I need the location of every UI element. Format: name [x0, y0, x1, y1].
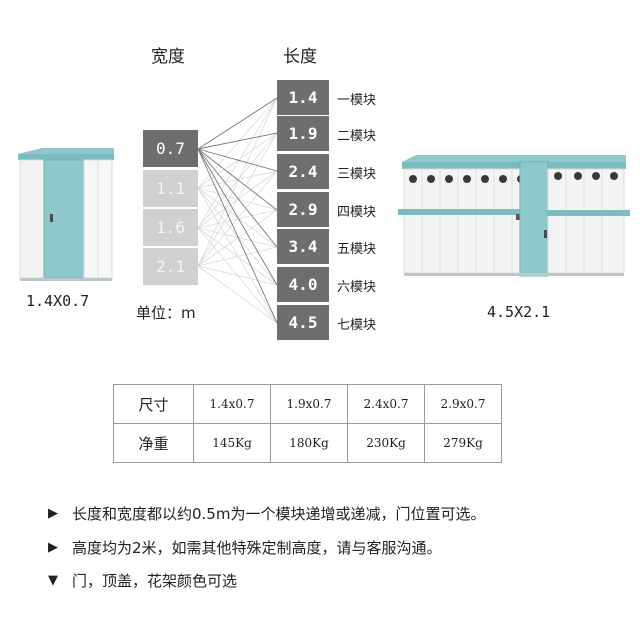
triangle-down-icon: ▼ — [48, 573, 58, 588]
width-option-1-6: 1.6 — [143, 209, 198, 246]
weight-cell: 145Kg — [193, 423, 271, 463]
note-item: ▼ 门，顶盖，花架颜色可选 — [48, 570, 237, 591]
table-row: 净重 145Kg 180Kg 230Kg 279Kg — [113, 423, 502, 463]
connector-lines — [197, 97, 278, 324]
length-option-2-9: 2.9 — [277, 192, 329, 227]
weight-cell: 279Kg — [424, 423, 502, 463]
length-option-4-0: 4.0 — [277, 267, 329, 302]
width-header: 宽度 — [151, 47, 185, 67]
small-cabinet-image — [18, 148, 114, 281]
module-label-5: 五模块 — [337, 242, 377, 257]
size-cell: 1.4x0.7 — [193, 384, 271, 424]
note-text: 门，顶盖，花架颜色可选 — [72, 572, 238, 590]
weight-cell: 230Kg — [347, 423, 425, 463]
module-label-7: 七模块 — [337, 318, 377, 333]
length-option-1-9: 1.9 — [277, 116, 329, 151]
spec-table: 尺寸 1.4x0.7 1.9x0.7 2.4x0.7 2.9x0.7 净重 14… — [113, 384, 502, 463]
triangle-right-icon: ▶ — [48, 540, 58, 555]
triangle-right-icon: ▶ — [48, 506, 58, 521]
module-label-6: 六模块 — [337, 280, 377, 295]
weight-cell: 180Kg — [270, 423, 348, 463]
module-label-2: 二模块 — [337, 129, 377, 144]
module-label-4: 四模块 — [337, 205, 377, 220]
large-module-house-image — [398, 155, 630, 277]
weight-row-label: 净重 — [113, 423, 194, 463]
width-option-1-1: 1.1 — [143, 170, 198, 207]
length-option-1-4: 1.4 — [277, 80, 329, 115]
width-option-2-1: 2.1 — [143, 248, 198, 285]
unit-label: 单位：m — [136, 304, 196, 322]
large-house-caption: 4.5X2.1 — [487, 303, 551, 321]
length-header: 长度 — [283, 47, 317, 67]
note-item: ▶ 高度均为2米，如需其他特殊定制高度，请与客服沟通。 — [48, 537, 442, 558]
table-row: 尺寸 1.4x0.7 1.9x0.7 2.4x0.7 2.9x0.7 — [113, 384, 502, 424]
size-cell: 2.4x0.7 — [347, 384, 425, 424]
small-cabinet-caption: 1.4X0.7 — [26, 292, 90, 310]
note-text: 高度均为2米，如需其他特殊定制高度，请与客服沟通。 — [72, 539, 442, 557]
width-option-0-7: 0.7 — [143, 130, 198, 167]
length-option-4-5: 4.5 — [277, 305, 329, 340]
length-option-2-4: 2.4 — [277, 154, 329, 189]
size-cell: 2.9x0.7 — [424, 384, 502, 424]
note-item: ▶ 长度和宽度都以约0.5m为一个模块递增或递减，门位置可选。 — [48, 503, 485, 524]
module-label-1: 一模块 — [337, 93, 377, 108]
module-label-3: 三模块 — [337, 167, 377, 182]
size-cell: 1.9x0.7 — [270, 384, 348, 424]
length-option-3-4: 3.4 — [277, 229, 329, 264]
size-row-label: 尺寸 — [113, 384, 194, 424]
note-text: 长度和宽度都以约0.5m为一个模块递增或递减，门位置可选。 — [72, 505, 486, 523]
